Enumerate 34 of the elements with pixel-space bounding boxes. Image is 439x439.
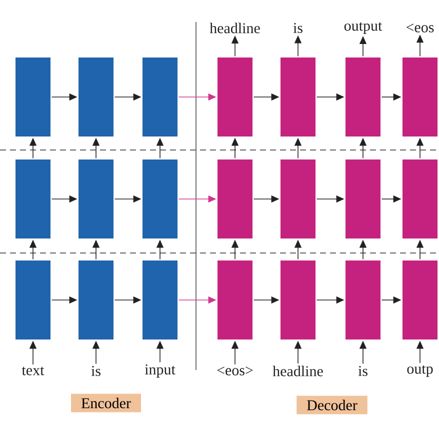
encoder-cell xyxy=(16,160,50,238)
encoder-cell xyxy=(142,58,178,136)
decoder-cell xyxy=(280,160,316,238)
decoder-cell xyxy=(218,58,252,136)
decoder-cell xyxy=(346,58,380,136)
word-label: input xyxy=(144,364,176,378)
word-label: <eos xyxy=(406,24,434,32)
decoder-cell xyxy=(280,260,316,340)
encoder-cell xyxy=(78,160,114,238)
decoder-cell xyxy=(218,160,252,238)
word-label: is xyxy=(293,22,302,34)
section-tag: Encoder xyxy=(71,394,141,412)
word-label: output xyxy=(344,22,382,34)
decoder-cell xyxy=(346,160,380,238)
section-tag: Decoder xyxy=(296,396,368,414)
encoder-cell xyxy=(78,58,114,136)
decoder-cell xyxy=(218,260,252,340)
word-label: text xyxy=(22,366,44,376)
decoder-cell xyxy=(280,58,316,136)
word-label: <eos> xyxy=(217,366,253,376)
decoder-cell xyxy=(346,260,380,340)
decoder-cell xyxy=(402,58,438,136)
encoder-cell xyxy=(142,160,178,238)
word-label: headline xyxy=(272,366,323,376)
word-label: headline xyxy=(210,22,260,34)
decoder-cell xyxy=(402,260,438,340)
word-label: outp xyxy=(407,365,433,377)
encoder-cell xyxy=(16,58,50,136)
decoder-cell xyxy=(402,160,438,238)
word-label: is xyxy=(358,366,368,376)
encoder-cell xyxy=(78,260,114,340)
word-label: is xyxy=(91,366,100,376)
encoder-cell xyxy=(142,260,178,340)
encoder-cell xyxy=(16,260,50,340)
